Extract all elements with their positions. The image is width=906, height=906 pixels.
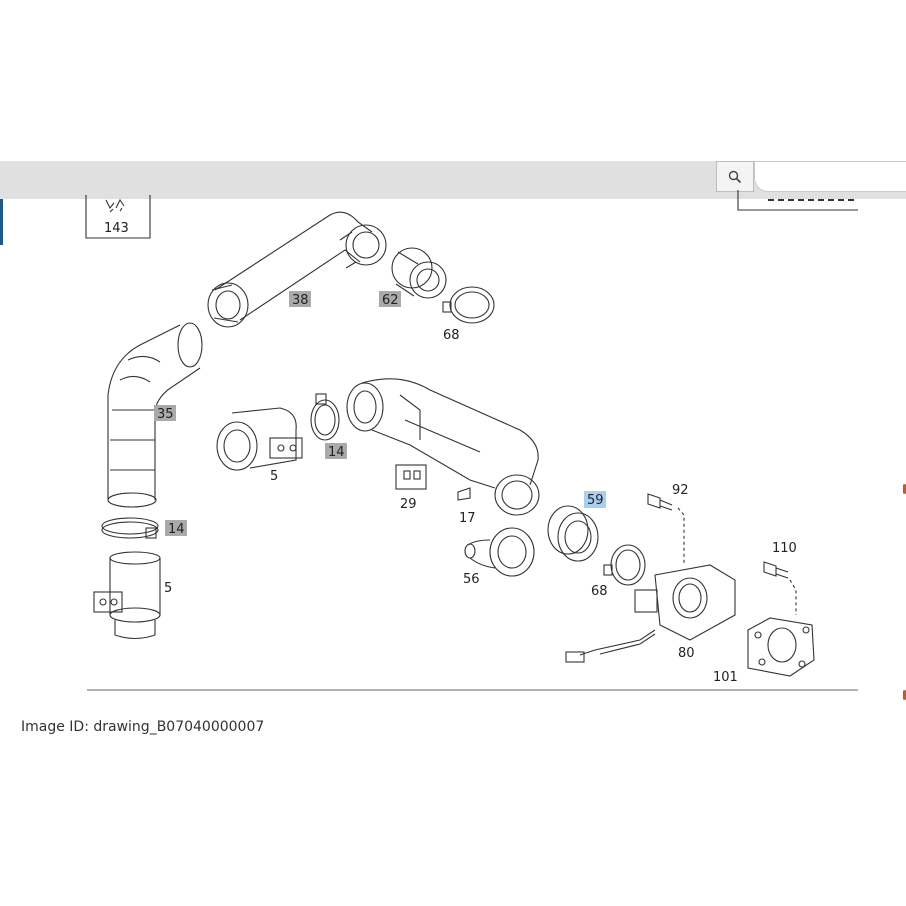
highlight-14-middle [325, 443, 347, 459]
part-56-elbow [464, 527, 535, 577]
part-label-17[interactable]: 17 [459, 511, 476, 526]
highlight-59 [584, 491, 606, 508]
highlight-35 [154, 405, 176, 421]
part-label-14-middle[interactable]: 14 [328, 445, 345, 460]
part-labels: 38 62 68 35 14 5 14 5 29 17 59 92 56 68 … [154, 291, 797, 685]
part-label-101[interactable]: 101 [713, 670, 738, 685]
part-label-29[interactable]: 29 [400, 497, 417, 512]
part-59-seal [547, 505, 599, 562]
part-68-clamp-bottom [603, 544, 646, 586]
part-68-clamp-top [442, 286, 495, 324]
part-label-38[interactable]: 38 [292, 293, 309, 308]
part-label-14-left[interactable]: 14 [168, 522, 185, 537]
part-101-flange [747, 617, 815, 677]
part-14-clamp-left [101, 517, 159, 539]
edge-marker [903, 484, 906, 494]
part-110-screw [763, 561, 797, 615]
part-14-clamp-middle [310, 393, 340, 441]
highlight-14-left [165, 520, 187, 536]
part-label-5-middle[interactable]: 5 [270, 469, 278, 484]
part-label-68-top[interactable]: 68 [443, 328, 460, 343]
highlight-38 [289, 291, 311, 307]
left-accent-bar [0, 199, 3, 245]
search-icon [728, 170, 742, 183]
parts-diagram: 143 [0, 190, 906, 700]
part-label-5-lower[interactable]: 5 [164, 581, 172, 596]
intake-duct [346, 378, 540, 516]
highlight-62 [379, 291, 401, 307]
search-input[interactable] [754, 161, 906, 192]
part-label-110[interactable]: 110 [772, 541, 797, 556]
edge-marker [903, 690, 906, 700]
frame-top-right [737, 190, 858, 211]
part-5-sensor-lower [93, 551, 161, 640]
part-label-80[interactable]: 80 [678, 646, 695, 661]
part-5-sensor-middle [216, 407, 303, 471]
part-label-59[interactable]: 59 [587, 493, 604, 508]
part-92-screw [647, 493, 685, 565]
part-label-56[interactable]: 56 [463, 572, 480, 587]
part-38-hose [207, 211, 387, 328]
callout-143: 143 [85, 195, 151, 239]
image-id-caption: Image ID: drawing_B07040000007 [21, 719, 265, 735]
part-62-coupling [391, 247, 447, 299]
part-label-62[interactable]: 62 [382, 293, 399, 308]
search-button[interactable] [716, 161, 754, 192]
part-80-throttle [565, 564, 736, 663]
part-label-35[interactable]: 35 [157, 407, 174, 422]
label-143: 143 [104, 221, 129, 236]
part-label-92[interactable]: 92 [672, 483, 689, 498]
clip-icon [105, 198, 125, 213]
part-label-68-bottom[interactable]: 68 [591, 584, 608, 599]
part-29-connector [395, 464, 427, 490]
